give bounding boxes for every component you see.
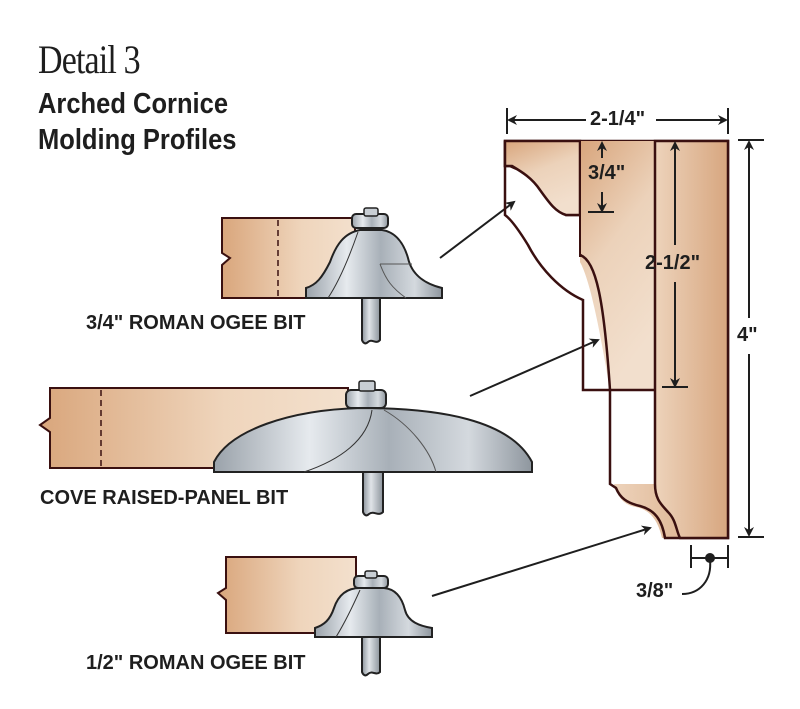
router-bit-cutter	[314, 587, 433, 638]
dim-label-overall-width: 2-1/4"	[590, 108, 646, 130]
figure-subtitle-line2: Molding Profiles	[38, 124, 237, 156]
router-bit-shank	[361, 636, 381, 677]
pointer-arrow-to-top-profile	[439, 200, 516, 259]
flute-line	[383, 409, 437, 473]
profile-outline	[503, 139, 730, 540]
bearing	[345, 389, 387, 409]
router-bit-shank	[361, 297, 381, 345]
profile-cove-curve	[579, 253, 655, 392]
flute-line	[303, 409, 373, 473]
dim-label-top-profile-height: 3/4"	[588, 162, 626, 184]
flute-line	[379, 263, 412, 299]
bit-3-4-roman-ogee-group	[221, 207, 443, 345]
router-bit-shank	[362, 471, 384, 517]
dim-3-8-dot	[705, 553, 715, 563]
bearing-nut	[364, 570, 378, 579]
dim-3-8-leader	[681, 559, 712, 595]
figure-subtitle-line1: Arched Cornice	[38, 88, 229, 120]
bit-label-1-2-roman-ogee: 1/2" ROMAN OGEE BIT	[86, 652, 306, 674]
workpiece-board	[216, 556, 357, 634]
pointer-arrow-to-bottom-profile	[431, 525, 652, 597]
dim-label-bottom-step: 3/8"	[636, 580, 674, 602]
molding-profile	[503, 139, 730, 540]
bearing-nut	[363, 207, 379, 217]
flute-line	[335, 589, 361, 638]
figure-title: Detail 3	[38, 37, 141, 82]
bit-cove-raised-panel-group	[38, 380, 533, 517]
bit-label-3-4-roman-ogee: 3/4" ROMAN OGEE BIT	[86, 312, 306, 334]
bit-label-cove-raised-panel: COVE RAISED-PANEL BIT	[40, 487, 289, 509]
flute-line	[327, 231, 359, 299]
router-bit-cutter	[213, 406, 533, 473]
bearing-nut	[358, 380, 376, 392]
dim-label-cove-height: 2-1/2"	[645, 252, 701, 274]
bit-1-2-roman-ogee-group	[216, 556, 433, 677]
profile-bottom-curve	[653, 139, 730, 540]
pointer-arrow-to-cove-profile	[469, 338, 600, 397]
router-bit-cutter	[305, 229, 443, 299]
dim-label-overall-height: 4"	[737, 324, 758, 346]
profile-top-ogee-edge	[503, 141, 580, 217]
